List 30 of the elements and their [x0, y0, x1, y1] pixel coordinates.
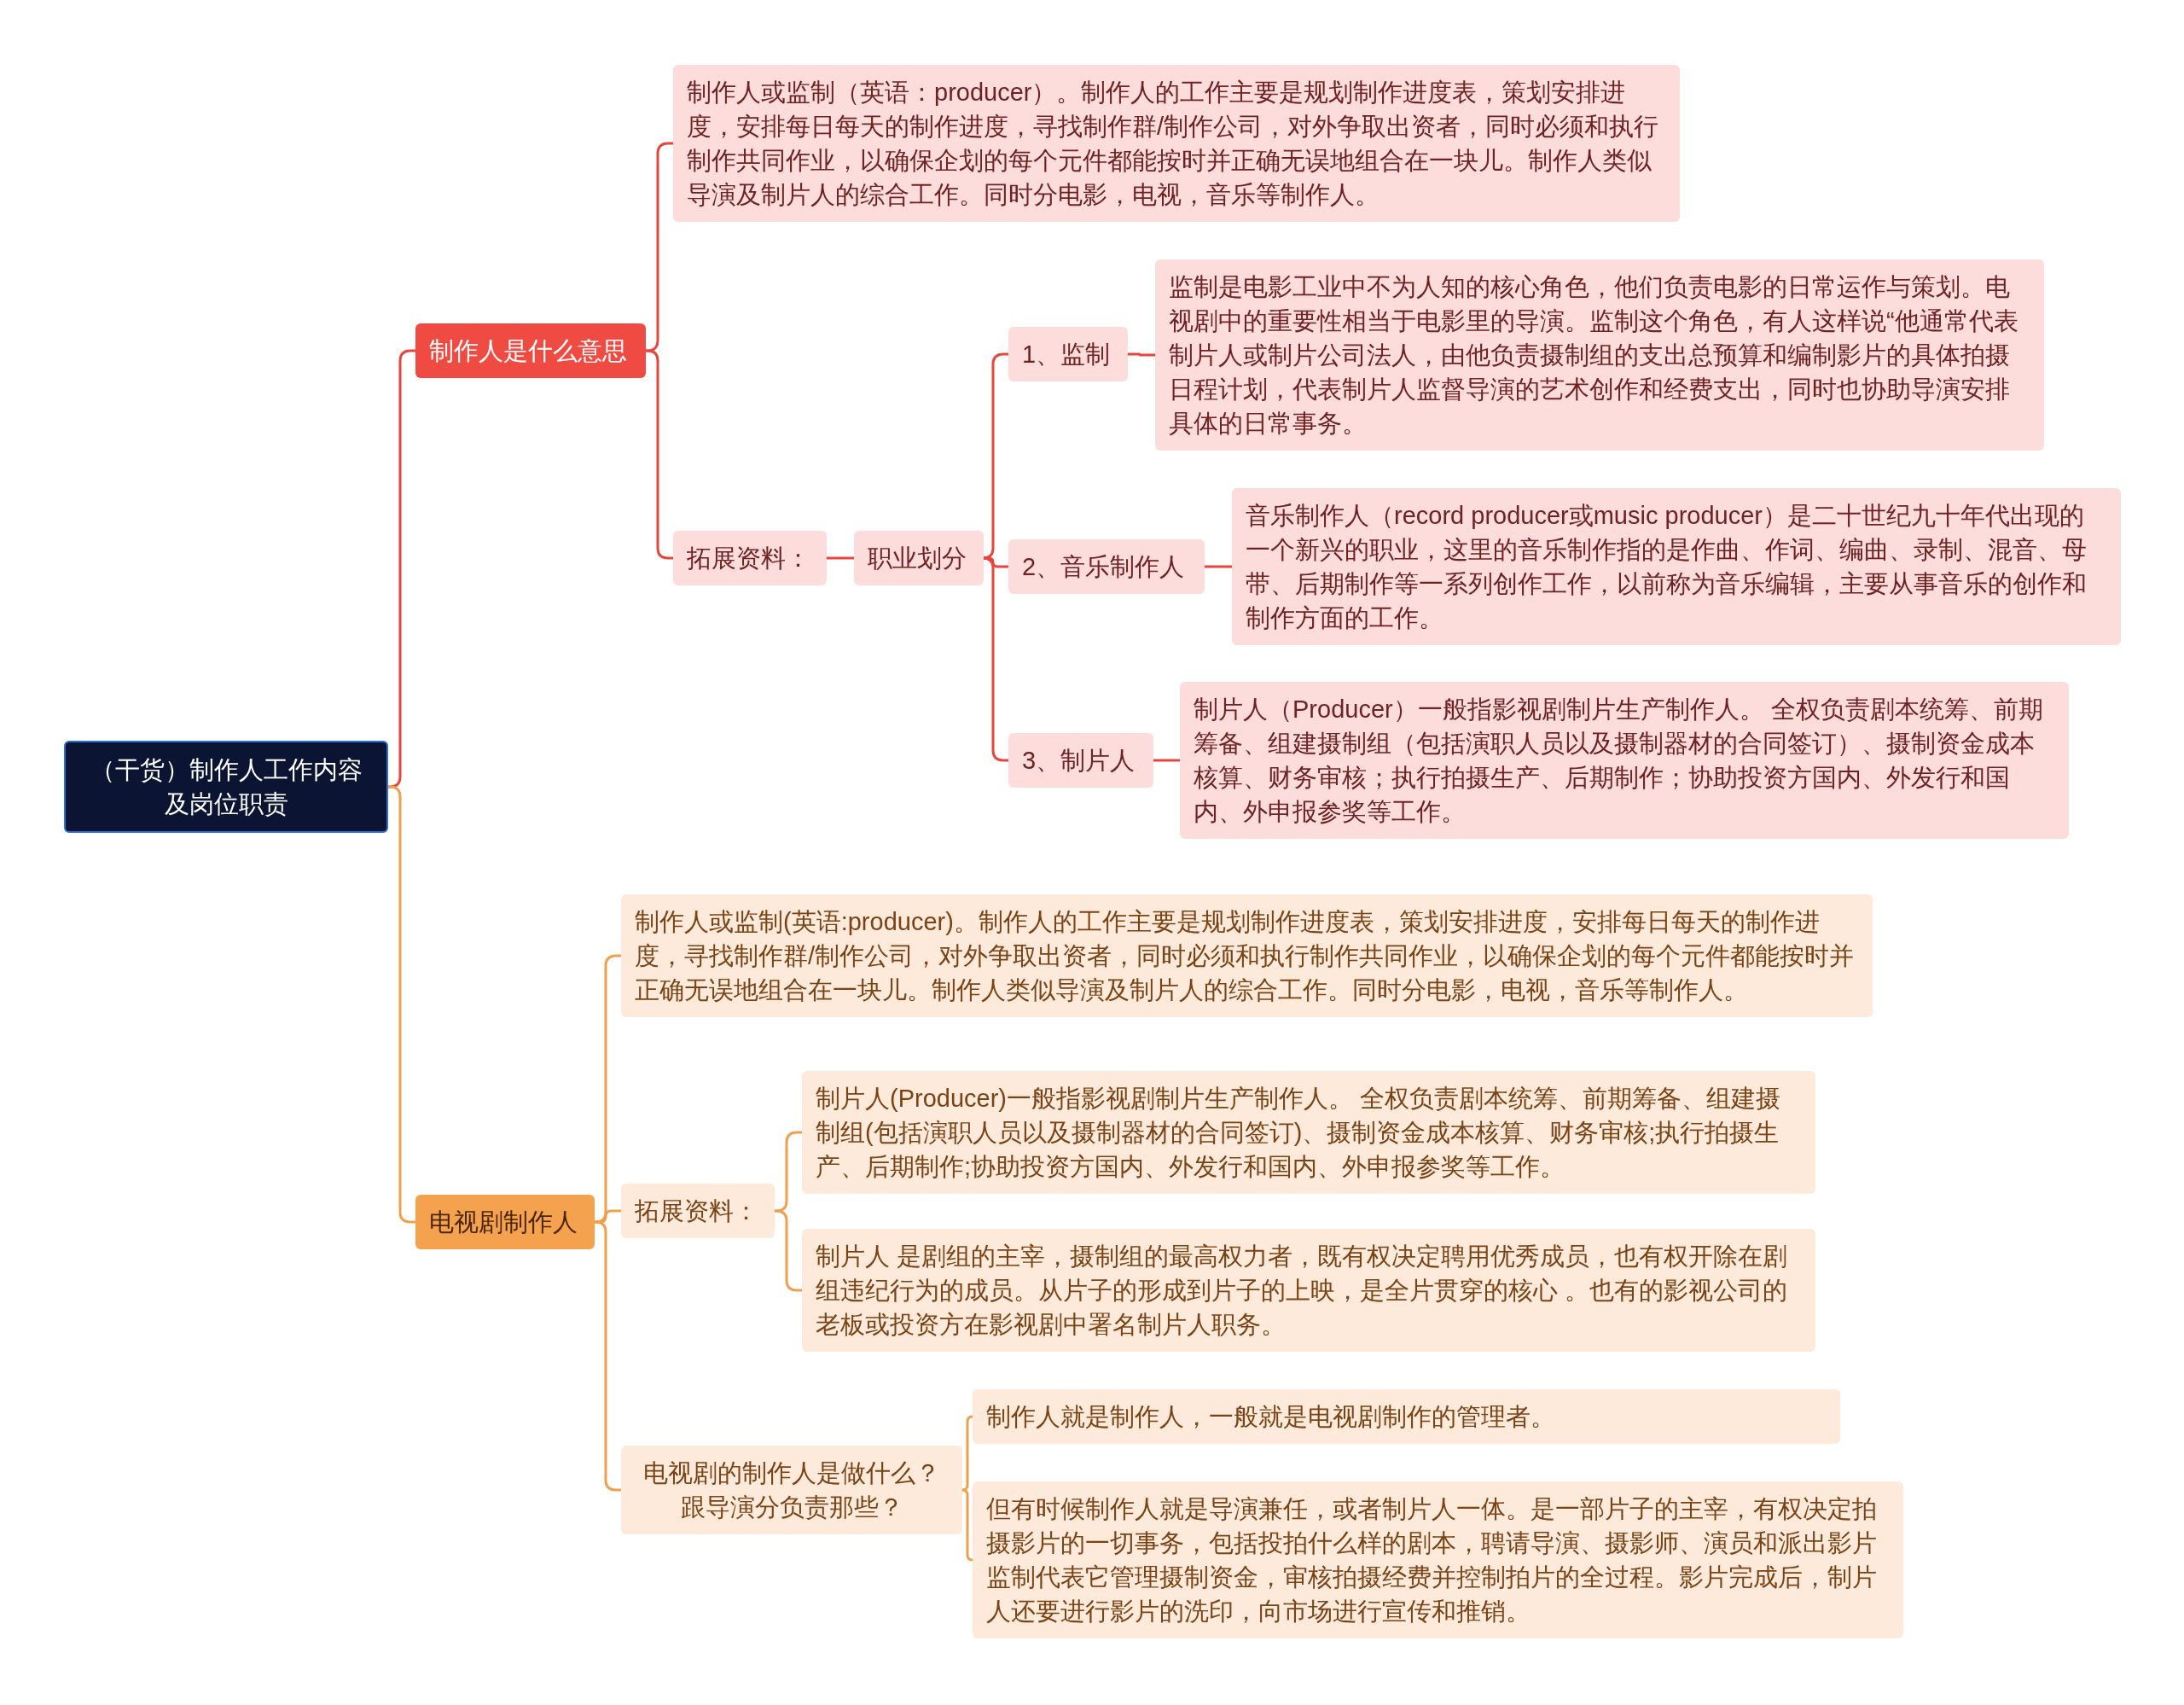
connector [961, 1488, 974, 1562]
connector [774, 1131, 802, 1213]
subtopic: 1、监制 [1008, 327, 1128, 381]
connector [594, 1220, 621, 1492]
root-topic: （干货）制作人工作内容及岗位职责 [64, 741, 388, 833]
note-card: 制片人（Producer）一般指影视剧制片生产制作人。 全权负责剧本统筹、前期筹备、组建摄制组（包括演职人员以及摄制器材的合同签订）、摄制资金成本核算、财务审核；执行拍摄生产、后期制作；协助投资方国内、外发行和国内、外申报参奖等工作。 [1180, 682, 2069, 839]
branch-topic: 电视剧制作人 [415, 1195, 595, 1249]
connector [1153, 759, 1180, 762]
note-card: 制片人 是剧组的主宰，摄制组的最高权力者，既有权决定聘用优秀成员，也有权开除在剧组违纪行为的成员。从片子的形成到片子的上映，是全片贯穿的核心 。也有的影视公司的老板或投资方在影视剧中署名制片人职务。 [802, 1229, 1815, 1352]
connector [1128, 352, 1155, 357]
subtopic: 制作人就是制作人，一般就是电视剧制作的管理者。 [973, 1389, 1840, 1444]
note-card: 制作人或监制(英语:producer)。制作人的工作主要是规划制作进度表，策划安排进度，安排每日每天的制作进度，寻找制作群/制作公司，对外争取出资者，同时必须和执行制作共同作业，以确保企划的每个元件都能按时并正确无误地组合在一块儿。制作人类似导演及制片人的综合工作。同时分电影，电视，音乐等制作人。 [621, 894, 1873, 1017]
branch-topic: 制作人是什么意思 [415, 323, 646, 378]
connector [774, 1209, 802, 1292]
subtopic: 拓展资料： [673, 531, 827, 585]
connector [387, 349, 415, 788]
connector [387, 785, 415, 1224]
subtopic: 3、制片人 [1008, 733, 1153, 788]
note-card: 制片人(Producer)一般指影视剧制片生产制作人。 全权负责剧本统筹、前期筹备、组建摄制组(包括演职人员以及摄制器材的合同签订)、摄制资金成本核算、财务审核;执行拍摄生产、后期制作;协助投资方国内、外发行和国内、外申报参奖等工作。 [802, 1071, 1815, 1194]
note-card: 监制是电影工业中不为人知的核心角色，他们负责电影的日常运作与策划。电视剧中的重要性相当于电影里的导演。监制这个角色，有人这样说“他通常代表制片人或制片公司法人，由他负责摄制组的支出总预算和编制影片的具体拍摄日程计划，代表制片人监督导演的艺术创作和经费支出，同时也协助导演安排具体的日常事务。 [1155, 259, 2044, 451]
subtopic: 电视剧的制作人是做什么？跟导演分负责那些？ [621, 1446, 962, 1534]
subtopic: 拓展资料： [621, 1184, 775, 1238]
connector [961, 1415, 974, 1492]
subtopic: 职业划分 [854, 531, 984, 585]
connector [827, 556, 854, 560]
note-card: 制作人或监制（英语：producer）。制作人的工作主要是规划制作进度表，策划安排进度，安排每日每天的制作进度，寻找制作群/制作公司，对外争取出资者，同时必须和执行制作共同作业，以确保企划的每个元件都能按时并正确无误地组合在一块儿。制作人类似导演及制片人的综合工作。同时分电影，电视，音乐等制作人。 [673, 65, 1680, 222]
note-card: 音乐制作人（record producer或music producer）是二十世纪九十年代出现的一个新兴的职业，这里的音乐制作指的是作曲、作词、编曲、录制、混音、母带、后期制作等一系列创作工作，以前称为音乐编辑，主要从事音乐的创作和制作方面的工作。 [1232, 488, 2121, 645]
note-card: 但有时候制作人就是导演兼任，或者制片人一体。是一部片子的主宰，有权决定拍摄影片的一切事务，包括投拍什么样的剧本，聘请导演、摄影师、演员和派出影片监制代表它管理摄制资金，审核拍摄经费并控制拍片的全过程。影片完成后，制片人还要进行影片的洗印，向市场进行宣传和推销。 [973, 1481, 1903, 1638]
connector [1205, 565, 1232, 568]
subtopic: 2、音乐制作人 [1008, 539, 1205, 594]
